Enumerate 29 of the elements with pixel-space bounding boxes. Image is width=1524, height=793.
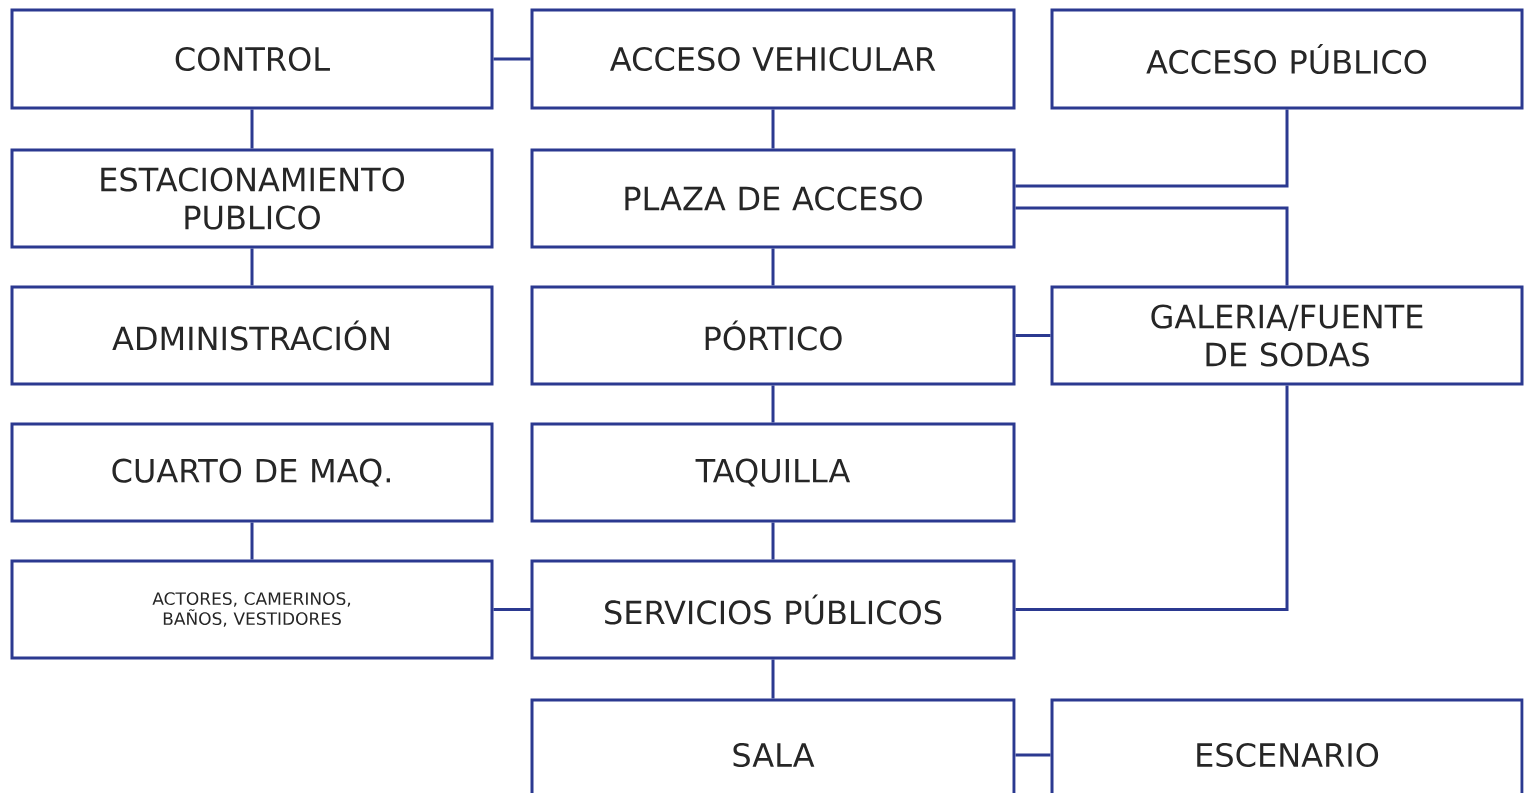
- connector-line: [493, 57, 531, 61]
- connector-line: [250, 248, 254, 286]
- connector-line: [771, 248, 775, 286]
- room-box: CONTROL: [10, 8, 494, 110]
- room-box: TAQUILLA: [530, 422, 1016, 523]
- connector-line: [1015, 109, 1289, 188]
- connector-line: [250, 522, 254, 560]
- room-box: SALA: [530, 698, 1016, 793]
- connector-line: [493, 608, 531, 611]
- room-box: ACCESO PÚBLICO: [1050, 8, 1524, 110]
- connector-line: [1015, 753, 1051, 757]
- room-box: ACTORES, CAMERINOS, BAÑOS, VESTIDORES: [10, 559, 494, 660]
- connector-line: [771, 659, 775, 699]
- connector-line: [771, 109, 775, 149]
- room-box: CUARTO DE MAQ.: [10, 422, 494, 523]
- connector-line: [250, 109, 254, 149]
- room-box: ACCESO VEHICULAR: [530, 8, 1016, 110]
- room-box: ADMINISTRACIÓN: [10, 285, 494, 386]
- room-box: PÓRTICO: [530, 285, 1016, 386]
- room-box: GALERIA/FUENTE DE SODAS: [1050, 285, 1524, 386]
- room-box: SERVICIOS PÚBLICOS: [530, 559, 1016, 660]
- connector-line: [1015, 385, 1289, 611]
- connector-line: [1015, 206, 1289, 286]
- room-box: PLAZA DE ACCESO: [530, 148, 1016, 249]
- connector-line: [771, 385, 775, 423]
- room-box: ESTACIONAMIENTO PUBLICO: [10, 148, 494, 249]
- room-box: ESCENARIO: [1050, 698, 1524, 793]
- connector-line: [771, 522, 775, 560]
- connector-line: [1015, 334, 1051, 337]
